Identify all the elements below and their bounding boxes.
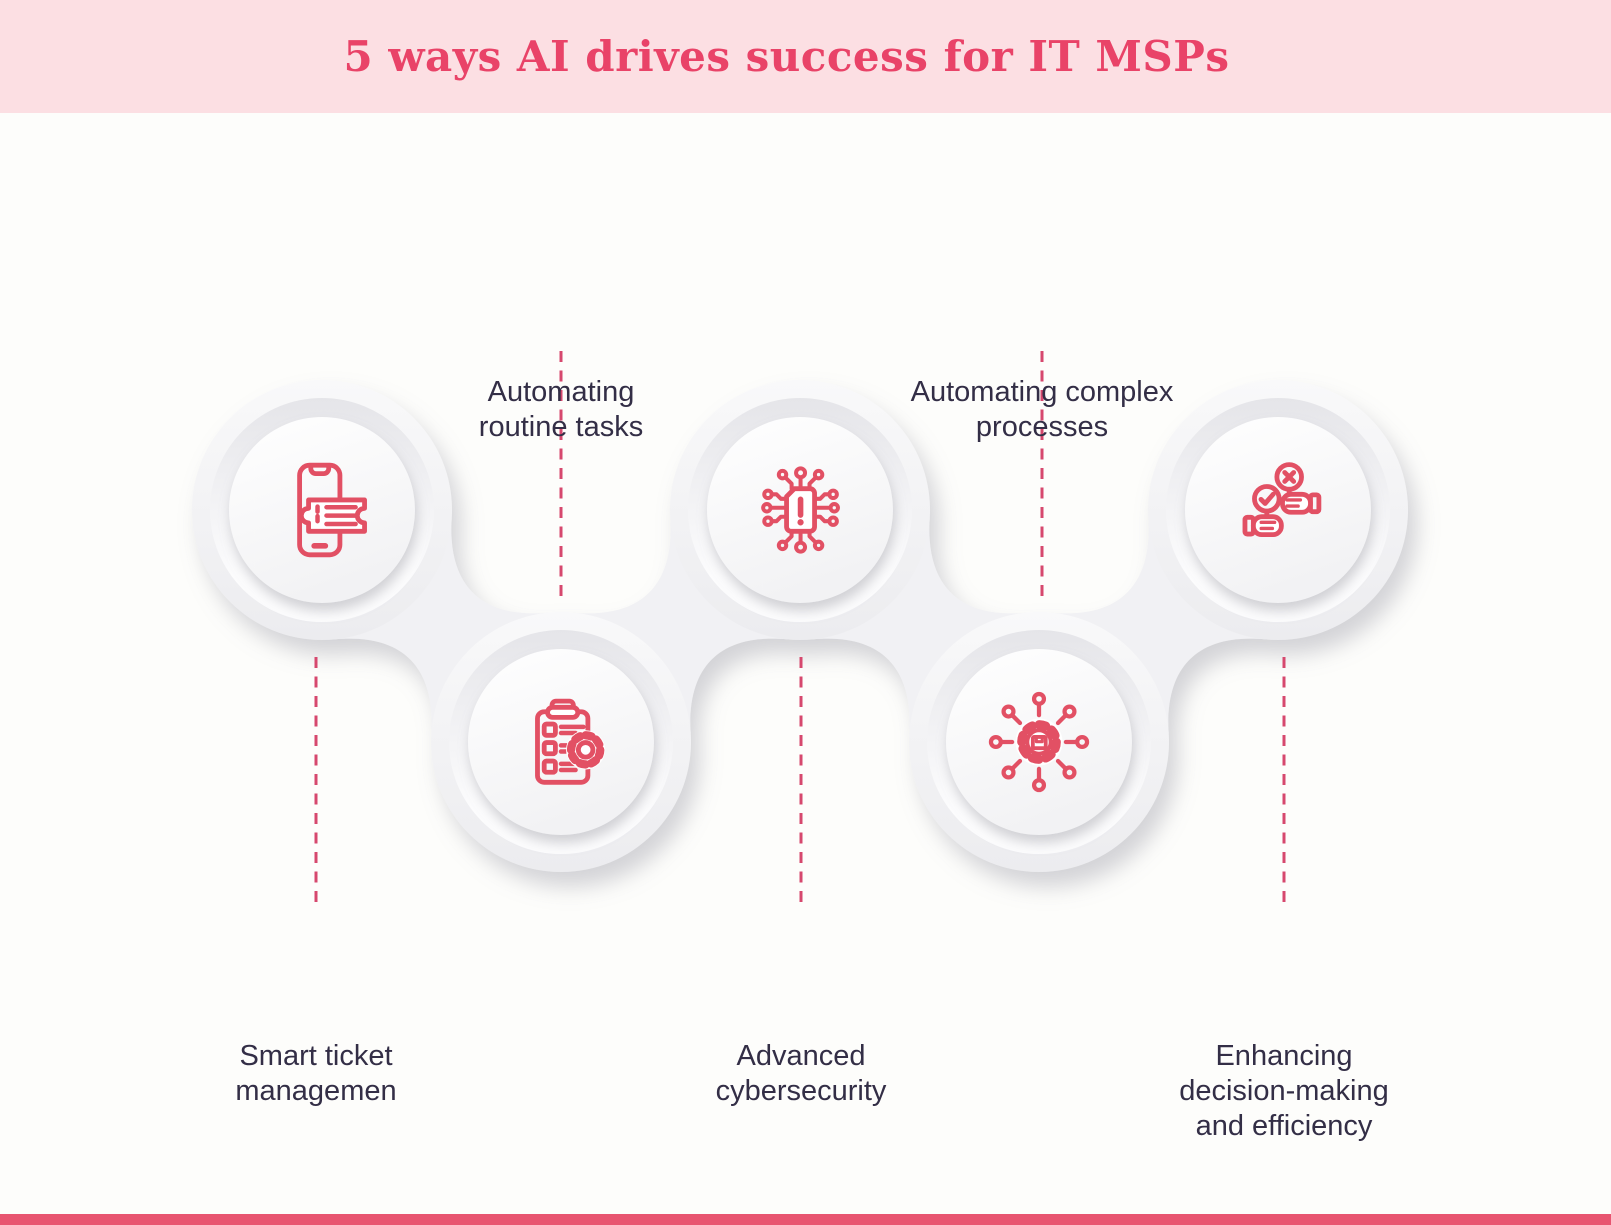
bottom-accent-bar: [0, 1214, 1611, 1225]
blob-neck: [573, 518, 788, 734]
phone-ticket-icon: [297, 462, 367, 558]
title-banner: 5 ways AI drives success for IT MSPs: [0, 0, 1611, 113]
node-inner-circle: [1185, 417, 1371, 603]
node-label-automating-routine-tasks: Automating routine tasks: [478, 376, 644, 443]
blob-neck: [1051, 518, 1266, 734]
node-label-advanced-cybersecurity: Advanced cybersecurity: [715, 1040, 887, 1107]
node-label-automating-complex-processes: Automating complex processes: [910, 376, 1174, 443]
diagram-svg: [192, 351, 1408, 909]
diagram-canvas: Automating routine tasks Automating comp…: [0, 113, 1611, 1214]
node-label-enhancing-decision-making: Enhancing decision-making and efficiency: [1179, 1040, 1389, 1142]
clipboard-gear-icon: [535, 698, 606, 785]
decision-hands-icon: [1242, 462, 1322, 538]
blob-neck: [334, 518, 549, 734]
infographic-title: 5 ways AI drives success for IT MSPs: [343, 32, 1230, 81]
blob-neck: [812, 518, 1027, 734]
gear-network-icon: [988, 691, 1090, 793]
node-label-smart-ticket-management: Smart ticket managemen: [235, 1040, 397, 1107]
node-inner-circle: [468, 649, 654, 835]
chip-alert-icon: [761, 466, 840, 554]
